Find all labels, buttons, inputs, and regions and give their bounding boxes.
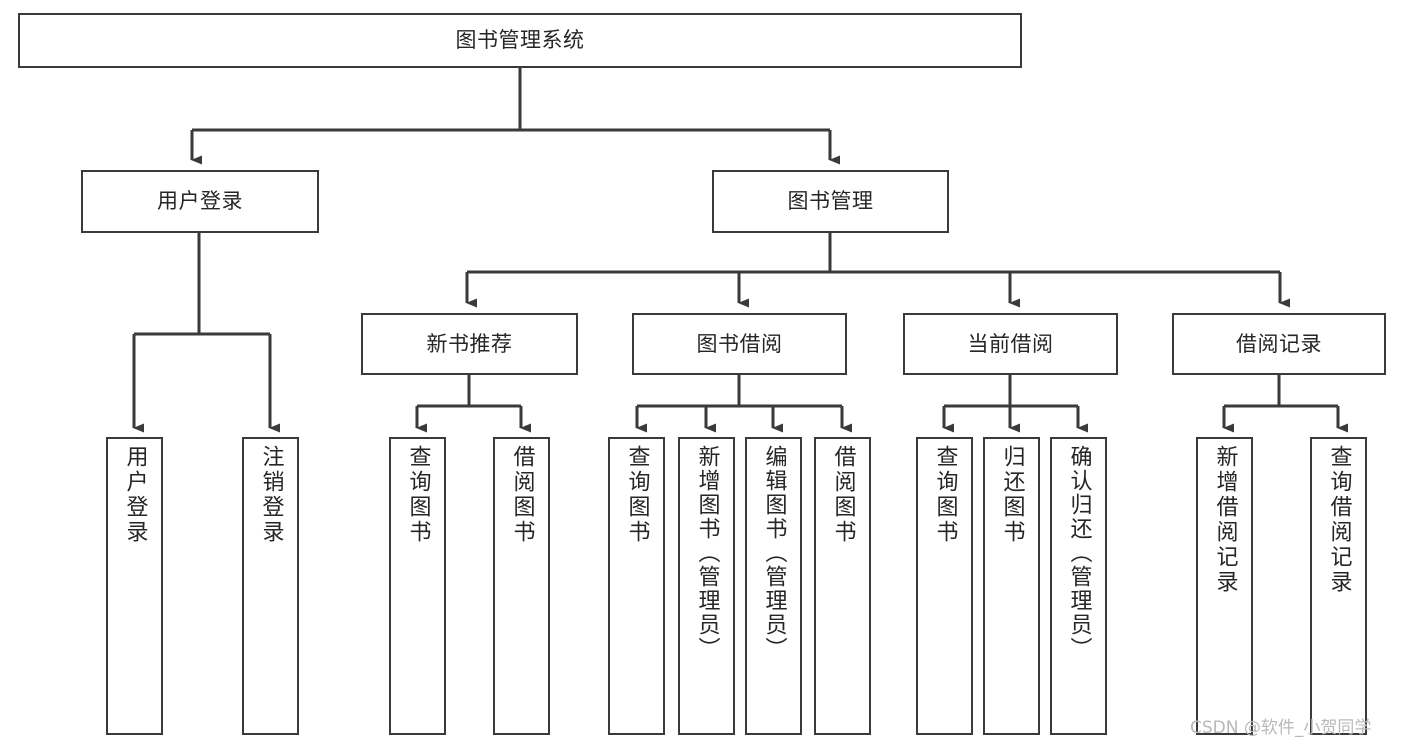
leaf-edit-book-admin[interactable]: 编辑图书（管理员） — [745, 437, 802, 735]
node-label: 借阅图书 — [509, 445, 535, 545]
node-label: 注销登录 — [258, 445, 284, 545]
leaf-query-books-current[interactable]: 查询图书 — [916, 437, 973, 735]
leaf-borrow-books-borrow[interactable]: 借阅图书 — [814, 437, 871, 735]
node-book-management[interactable]: 图书管理 — [712, 170, 949, 233]
leaf-add-book-admin[interactable]: 新增图书（管理员） — [678, 437, 735, 735]
node-label: 用户登录 — [122, 445, 148, 545]
node-label: 归还图书 — [999, 445, 1025, 545]
node-root-book-management-system[interactable]: 图书管理系统 — [18, 13, 1022, 68]
node-label: 新增借阅记录 — [1212, 445, 1238, 595]
node-label: 图书借阅 — [696, 331, 783, 356]
node-label: 查询借阅记录 — [1326, 445, 1352, 595]
node-label: 新书推荐 — [426, 331, 513, 356]
node-label: 用户登录 — [157, 189, 243, 214]
node-book-borrow[interactable]: 图书借阅 — [632, 313, 847, 375]
node-label: 编辑图书（管理员） — [761, 445, 787, 661]
node-label: 借阅图书 — [830, 445, 856, 545]
leaf-confirm-return-admin[interactable]: 确认归还（管理员） — [1050, 437, 1107, 735]
node-current-borrow[interactable]: 当前借阅 — [903, 313, 1118, 375]
leaf-return-books[interactable]: 归还图书 — [983, 437, 1040, 735]
node-label: 查询图书 — [932, 445, 958, 545]
node-label: 确认归还（管理员） — [1066, 445, 1092, 661]
leaf-borrow-books-newbook[interactable]: 借阅图书 — [493, 437, 550, 735]
leaf-query-books-newbook[interactable]: 查询图书 — [389, 437, 446, 735]
node-label: 新增图书（管理员） — [694, 445, 720, 661]
node-label: 图书管理 — [787, 189, 874, 214]
leaf-user-login[interactable]: 用户登录 — [106, 437, 163, 735]
node-user-login[interactable]: 用户登录 — [81, 170, 319, 233]
leaf-query-books-borrow[interactable]: 查询图书 — [608, 437, 665, 735]
node-label: 查询图书 — [624, 445, 650, 545]
leaf-query-borrow-record[interactable]: 查询借阅记录 — [1310, 437, 1367, 735]
node-label: 图书管理系统 — [455, 28, 585, 53]
node-label: 查询图书 — [405, 445, 431, 545]
leaf-logout[interactable]: 注销登录 — [242, 437, 299, 735]
edges — [132, 68, 1348, 433]
node-label: 借阅记录 — [1236, 331, 1322, 356]
leaf-add-borrow-record[interactable]: 新增借阅记录 — [1196, 437, 1253, 735]
node-borrow-records[interactable]: 借阅记录 — [1172, 313, 1386, 375]
node-new-book-recommendation[interactable]: 新书推荐 — [361, 313, 578, 375]
node-label: 当前借阅 — [967, 331, 1054, 356]
